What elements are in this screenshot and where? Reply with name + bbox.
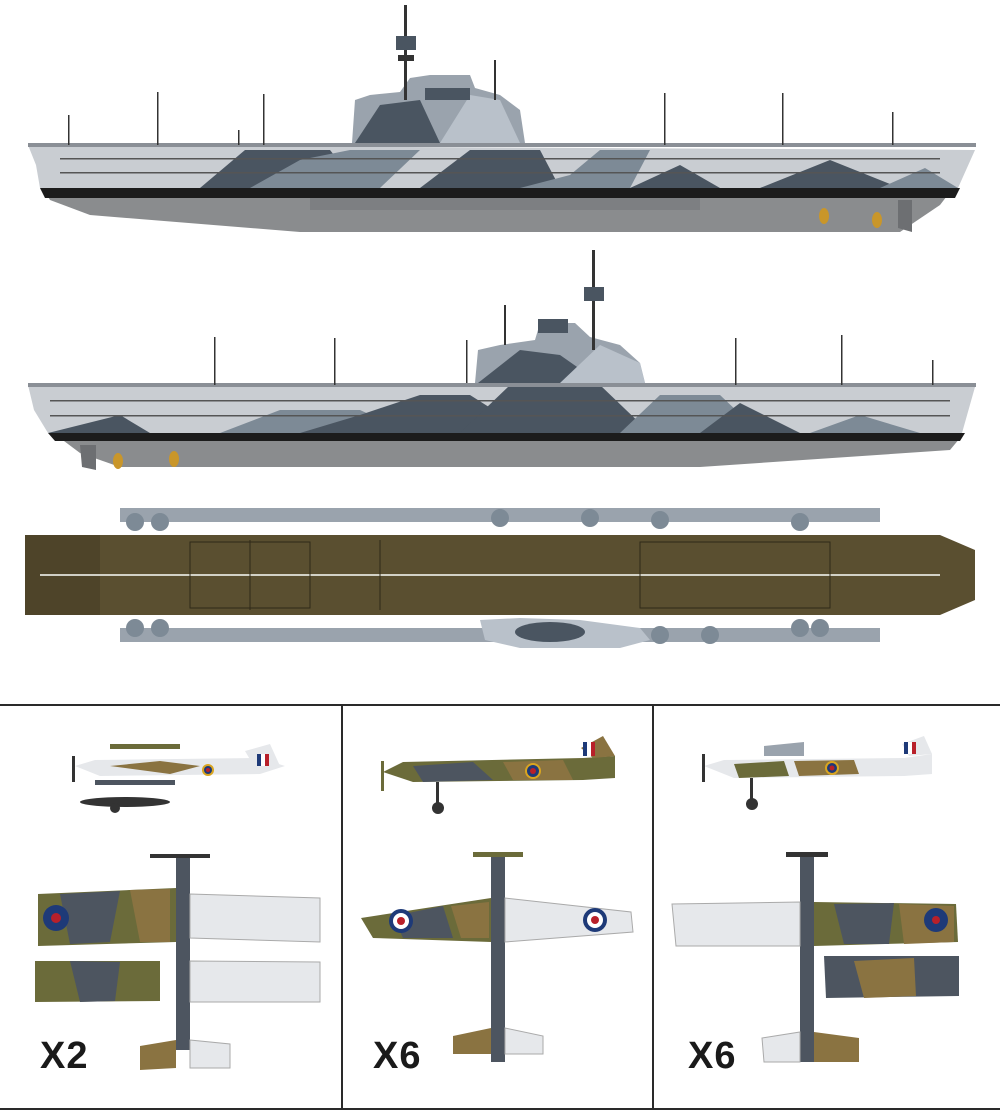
aircraft-quantity-label: X6 bbox=[688, 1035, 737, 1077]
monoplane-top-view bbox=[671, 852, 959, 1063]
aircraft-panel-fulmar: X6 bbox=[343, 706, 652, 1108]
fighter-top-view bbox=[361, 852, 634, 1062]
aircraft-quantity-label: X6 bbox=[373, 1035, 422, 1077]
biplane-top-view bbox=[35, 854, 321, 1070]
ship-top-view bbox=[0, 480, 1000, 690]
panel-divider bbox=[341, 706, 343, 1108]
aircraft-panel-swordfish: X2 bbox=[0, 706, 341, 1108]
panel-divider bbox=[652, 706, 654, 1108]
aircraft-quantity-label: X2 bbox=[40, 1035, 89, 1077]
fighter-side-view bbox=[381, 736, 615, 814]
aircraft-complement-grid: X2 bbox=[0, 704, 1000, 1110]
ship-starboard-profile bbox=[0, 0, 1000, 245]
biplane-side-view bbox=[72, 744, 285, 813]
aircraft-panel-skua: X6 bbox=[654, 706, 1000, 1108]
ship-port-profile bbox=[0, 245, 1000, 475]
monoplane-side-view bbox=[702, 736, 932, 810]
